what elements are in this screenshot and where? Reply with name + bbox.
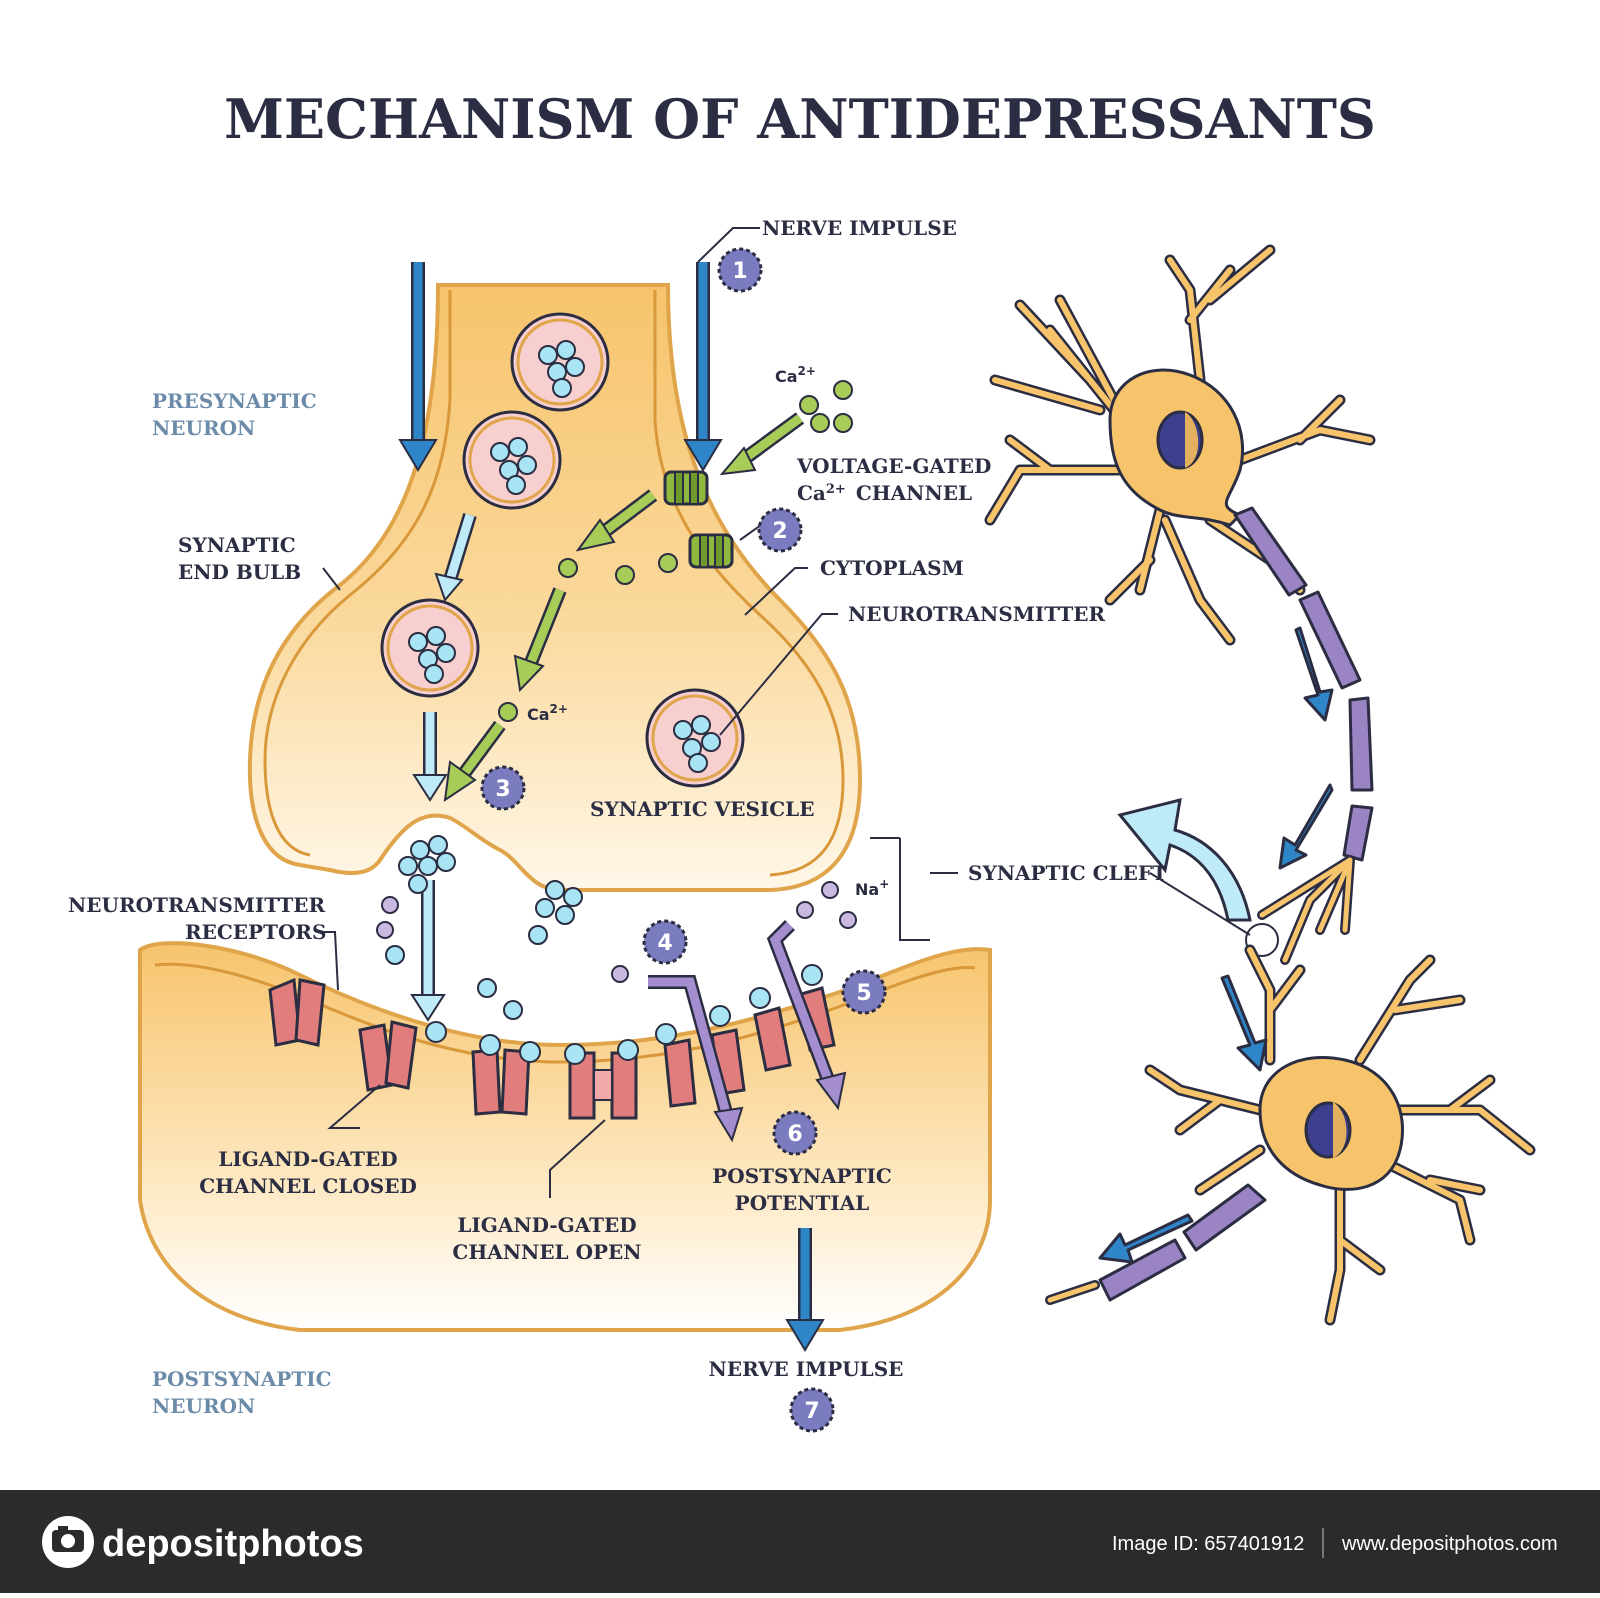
synaptic-vesicle-3 [380, 598, 480, 698]
leader-lines [318, 227, 1251, 1198]
label-voltage-2: Ca2+CHANNEL [797, 481, 972, 505]
neurotransmitter-receptors [268, 964, 836, 1120]
step-4: 4 [657, 931, 672, 956]
step-badges: 1 2 3 4 5 6 7 [480, 247, 887, 1433]
neuron-illustration [984, 244, 1536, 1326]
label-synaptic-vesicle: SYNAPTIC VESICLE [590, 797, 814, 821]
label-ligand-closed-2: CHANNEL CLOSED [199, 1174, 417, 1198]
sodium-arrows [648, 920, 847, 1143]
label-postsynaptic-1: POSTSYNAPTIC [152, 1367, 332, 1391]
page-title: MECHANISM OF ANTIDEPRESSANTS [224, 87, 1376, 151]
exocytosis-vesicle [398, 835, 456, 894]
step-6: 6 [787, 1122, 802, 1147]
label-postsynaptic-potential-1: POSTSYNAPTIC [712, 1164, 892, 1188]
label-postsynaptic-potential-2: POTENTIAL [735, 1191, 870, 1215]
label-nerve-impulse-top: NERVE IMPULSE [762, 216, 957, 240]
footer-image-id: Image ID: 657401912 [1112, 1533, 1304, 1555]
label-ligand-closed-1: LIGAND-GATED [218, 1147, 397, 1171]
step-7: 7 [804, 1399, 819, 1424]
synaptic-vesicle-1 [510, 312, 610, 412]
vesicle-path-arrows [410, 512, 477, 1022]
footer-url[interactable]: www.depositphotos.com [1341, 1533, 1558, 1555]
label-postsynaptic-2: NEURON [152, 1394, 255, 1418]
step-3: 3 [495, 777, 510, 802]
step-5: 5 [856, 981, 871, 1006]
calcium-arrows [443, 412, 805, 803]
label-synaptic-end-2: END BULB [178, 560, 301, 584]
footer-brand: depositphotos [102, 1523, 364, 1565]
depositphotos-logo-icon [42, 1516, 94, 1568]
step-2: 2 [772, 519, 787, 544]
label-nt-receptors-2: RECEPTORS [185, 920, 326, 944]
labels: NERVE IMPULSE PRESYNAPTIC NEURON Ca2+ VO… [68, 216, 1167, 1418]
label-ligand-open-2: CHANNEL OPEN [452, 1240, 641, 1264]
cleft-pointer-arrow [1117, 797, 1252, 922]
label-synaptic-end-1: SYNAPTIC [178, 533, 296, 557]
cleft-neurotransmitters [376, 880, 857, 1020]
synaptic-vesicle-2 [462, 410, 562, 510]
label-nerve-impulse-bottom: NERVE IMPULSE [709, 1357, 904, 1381]
label-presynaptic-2: NEURON [152, 416, 255, 440]
synaptic-vesicle-4 [645, 688, 745, 788]
label-ligand-open-1: LIGAND-GATED [457, 1213, 636, 1237]
step-1: 1 [732, 259, 747, 284]
calcium-ions [498, 380, 853, 722]
footer-bar: depositphotos Image ID: 657401912 www.de… [0, 1490, 1600, 1593]
label-nt-receptors-1: NEUROTRANSMITTER [68, 893, 326, 917]
label-cytoplasm: CYTOPLASM [820, 556, 964, 580]
label-na: Na+ [855, 877, 889, 899]
label-synaptic-cleft: SYNAPTIC CLEFT [968, 861, 1167, 885]
label-voltage-1: VOLTAGE-GATED [796, 454, 991, 478]
label-ca-top: Ca2+ [775, 364, 816, 386]
label-ca-mid: Ca2+ [527, 702, 568, 724]
nerve-impulse-arrow-bottom [785, 1228, 825, 1352]
label-presynaptic-1: PRESYNAPTIC [152, 389, 317, 413]
nerve-impulse-arrows-top [398, 262, 723, 472]
label-neurotransmitter: NEUROTRANSMITTER [848, 602, 1106, 626]
voltage-gated-channels [663, 470, 734, 569]
